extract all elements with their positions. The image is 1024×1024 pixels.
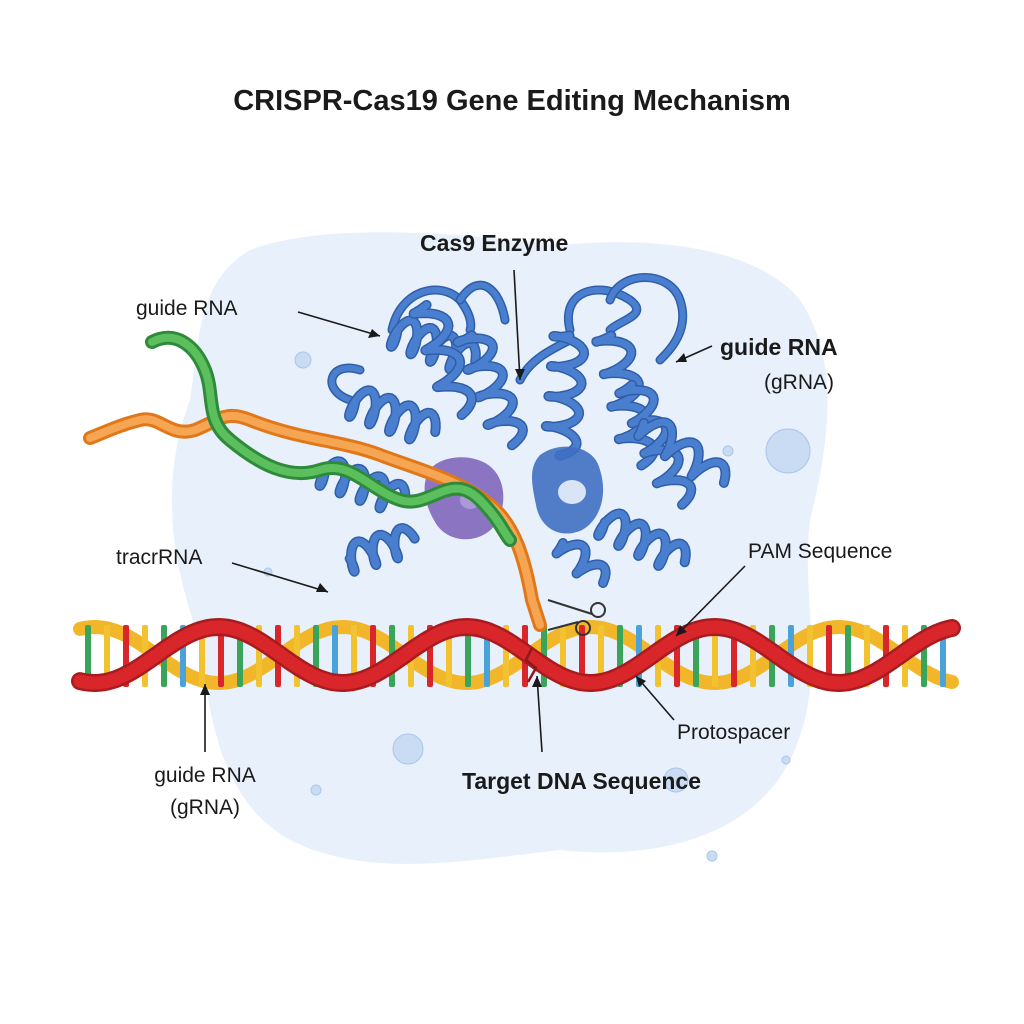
arrow-heads	[200, 329, 687, 695]
label-target-dna: Target DNA Sequence	[462, 768, 701, 794]
label-guide-rna-right-sub: (gRNA)	[764, 371, 835, 394]
base-pair	[731, 625, 737, 687]
scissors-icon	[547, 599, 606, 636]
bubble	[722, 445, 734, 457]
label-cas9-enzyme: Cas9 Enzyme	[420, 230, 569, 256]
protein-loop	[607, 274, 686, 363]
base-pair	[598, 625, 604, 687]
dna-cut-mark	[524, 647, 538, 683]
protein-loop	[328, 365, 363, 403]
protein-helix	[594, 510, 690, 570]
base-pair	[465, 625, 471, 687]
protein-helix	[410, 301, 476, 419]
protein-helix	[553, 539, 610, 587]
base-pair	[712, 625, 718, 687]
base-pair	[826, 625, 832, 687]
protein-helix	[542, 332, 588, 460]
dna-front-strand	[73, 620, 959, 690]
base-pair	[845, 625, 851, 687]
base-pair	[85, 625, 91, 687]
base-pair	[332, 625, 338, 687]
label-guide-rna-top-left: guide RNA	[136, 297, 238, 320]
arrow-pam	[675, 565, 746, 637]
bubble	[310, 784, 322, 796]
guide-rna-strand-highlight	[148, 333, 514, 544]
protein-helix	[346, 524, 419, 576]
base-pair	[104, 625, 110, 687]
base-pair	[693, 625, 699, 687]
diagram-title: CRISPR-Cas19 Gene Editing Mechanism	[233, 85, 791, 117]
bubbles	[263, 351, 811, 862]
label-guide-rna-bottom: guide RNA	[154, 764, 256, 787]
bubble	[781, 755, 791, 765]
protein-helix	[345, 386, 440, 443]
label-pam-sequence: PAM Sequence	[748, 540, 893, 563]
dna-back-strand	[73, 619, 959, 691]
arrow-cas9	[513, 269, 521, 381]
base-pair	[446, 625, 452, 687]
protein-helix	[454, 331, 527, 449]
label-tracrrna: tracrRNA	[116, 546, 203, 569]
protein-loop	[457, 282, 508, 323]
protein-helix	[634, 418, 729, 487]
bubble	[392, 733, 424, 765]
base-pair	[218, 625, 224, 687]
protein-helix	[615, 381, 695, 509]
leader-arrows	[204, 269, 746, 753]
dna-double-helix	[71, 617, 961, 693]
base-pair	[579, 625, 585, 687]
base-pair	[199, 625, 205, 687]
protein-helix	[592, 332, 658, 469]
bubble	[663, 767, 689, 793]
label-protospacer: Protospacer	[677, 721, 791, 744]
protein-loop	[565, 287, 640, 333]
label-guide-rna-right: guide RNA	[720, 334, 838, 360]
arrow-guide-rna-top	[297, 311, 381, 337]
active-site-hole	[558, 480, 586, 504]
base-pair	[351, 625, 357, 687]
arrow-target	[536, 675, 543, 753]
arrow-tracrrna	[231, 562, 329, 593]
bubble	[294, 351, 312, 369]
bubble	[765, 428, 811, 474]
cas9-protein	[314, 273, 731, 588]
label-guide-rna-bottom-sub: (gRNA)	[169, 796, 240, 819]
bubble	[706, 850, 718, 862]
